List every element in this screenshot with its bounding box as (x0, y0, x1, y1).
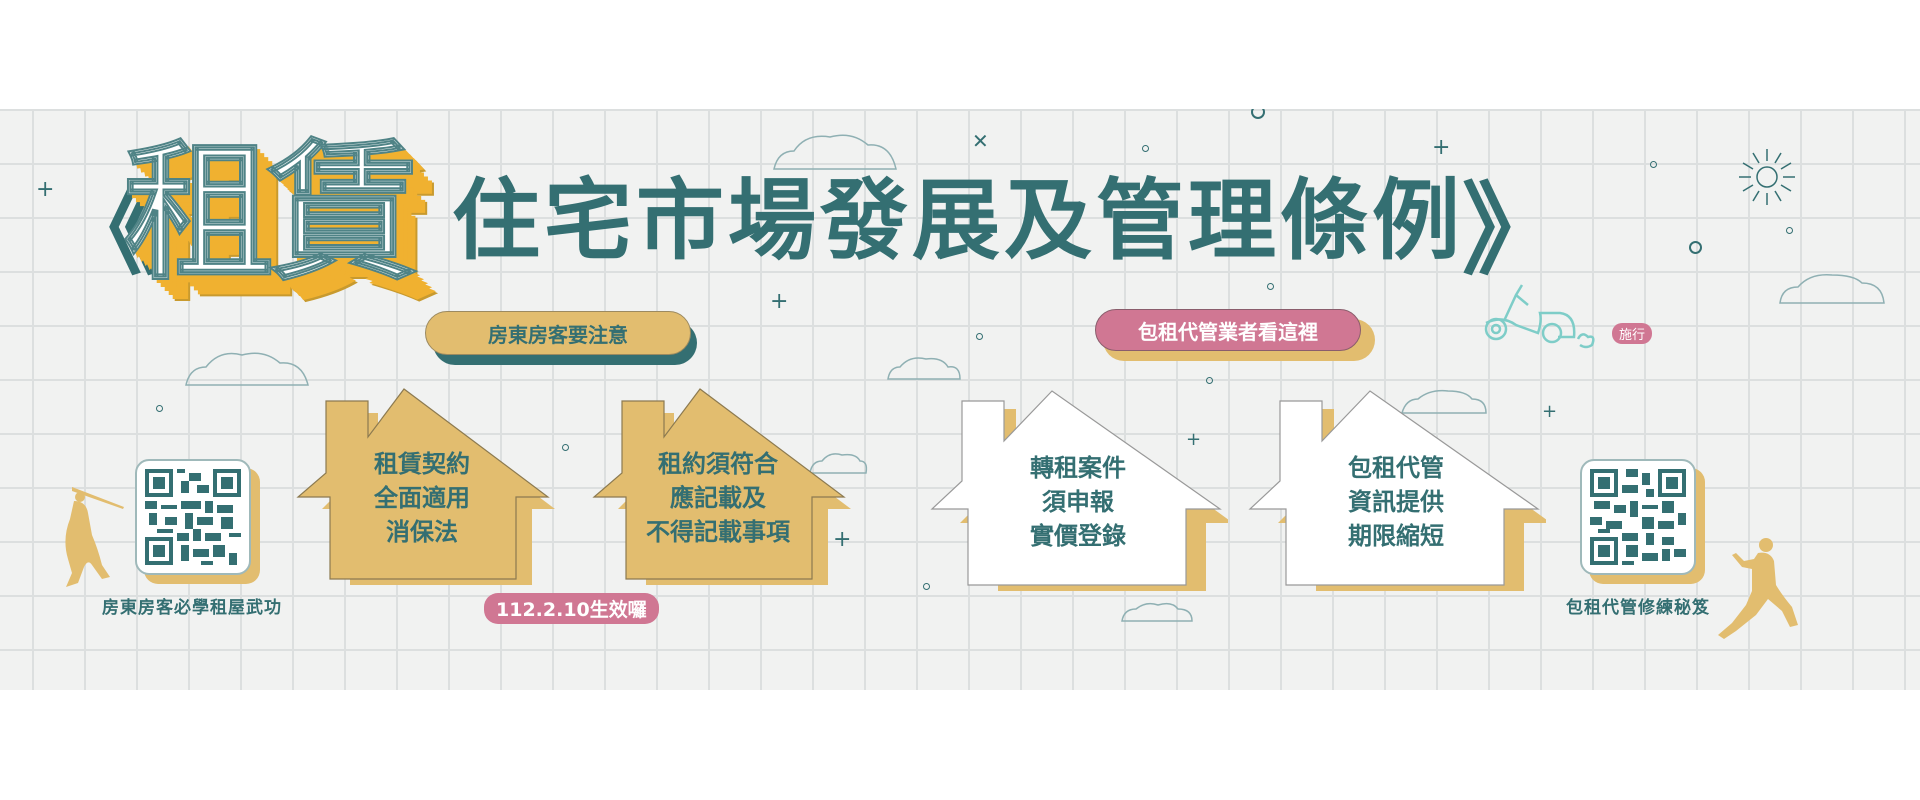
circle-icon (1786, 227, 1793, 234)
title-open-quote: 《 (58, 172, 158, 289)
landlord-tenant-label: 房東房客要注意 (425, 311, 697, 365)
house-line: 包租代管 (1348, 454, 1444, 482)
house-card-1: 租賃契約 全面適用 消保法 (290, 385, 560, 585)
cloud-icon (773, 134, 897, 170)
cloud-icon (1401, 389, 1487, 414)
cloud-icon (809, 453, 868, 474)
rental-manager-label: 包租代管業者看這裡 (1095, 309, 1375, 361)
house-line: 轉租案件 (1030, 454, 1126, 482)
circle-icon (1689, 241, 1702, 254)
qr-caption-landlord: 房東房客必學租屋武功 (102, 598, 282, 618)
qr-code-icon (1590, 469, 1686, 565)
circle-icon (1251, 109, 1265, 119)
x-icon: ✕ (972, 129, 989, 153)
sun-icon (1739, 149, 1795, 205)
circle-icon (923, 583, 930, 590)
qr-code-manager[interactable] (1580, 459, 1696, 575)
plus-icon: + (1542, 401, 1558, 422)
circle-icon (1267, 283, 1274, 290)
title-close-quote: 》 (1462, 172, 1562, 289)
circle-icon (1142, 145, 1149, 152)
plus-icon: + (770, 289, 789, 314)
cloud-icon (887, 357, 961, 380)
house-line: 不得記載事項 (646, 518, 790, 546)
label-text: 包租代管業者看這裡 (1095, 309, 1361, 351)
circle-icon (562, 444, 569, 451)
house-line: 資訊提供 (1348, 488, 1444, 516)
implement-tag: 施行 (1612, 323, 1653, 344)
plus-icon: + (1432, 135, 1451, 160)
qr-code-landlord[interactable] (135, 459, 251, 575)
house-line: 須申報 (1042, 488, 1114, 516)
house-line: 租賃契約 (374, 450, 470, 478)
label-text: 房東房客要注意 (425, 311, 691, 355)
title-highlight-char-1: 租 (123, 127, 275, 301)
circle-icon (156, 405, 163, 412)
qr-caption-manager: 包租代管修練秘笈 (1566, 598, 1710, 618)
cloud-icon (1779, 274, 1885, 304)
plus-icon: + (1186, 429, 1202, 450)
kungfu-silhouette (1718, 538, 1798, 639)
house-line: 租約須符合 (658, 450, 778, 478)
house-line: 消保法 (386, 518, 458, 546)
house-card-3: 轉租案件 須申報 實價登錄 (928, 381, 1228, 591)
cloud-icon (185, 352, 309, 386)
house-card-2: 租約須符合 應記載及 不得記載事項 (586, 385, 856, 585)
house-line: 期限縮短 (1348, 522, 1444, 550)
scooter-icon (1484, 284, 1595, 349)
house-line: 實價登錄 (1030, 522, 1126, 550)
house-line: 應記載及 (670, 484, 766, 512)
cloud-icon (1121, 602, 1193, 622)
circle-icon (1650, 161, 1657, 168)
plus-icon: + (833, 527, 852, 552)
qr-code-icon (145, 469, 241, 565)
page-title: 住宅市場發展及管理條例 (452, 169, 1465, 272)
house-line: 全面適用 (374, 484, 470, 512)
title-highlight-char-2: 賃 (267, 127, 419, 301)
circle-icon (1206, 377, 1213, 384)
house-card-4: 包租代管 資訊提供 期限縮短 (1246, 381, 1546, 591)
circle-icon (976, 333, 983, 340)
banner: + ✕ + + + + + (0, 109, 1920, 690)
samurai-silhouette (65, 487, 124, 587)
plus-icon: + (36, 177, 55, 202)
effective-date-badge: 112.2.10生效囉 (484, 593, 659, 624)
